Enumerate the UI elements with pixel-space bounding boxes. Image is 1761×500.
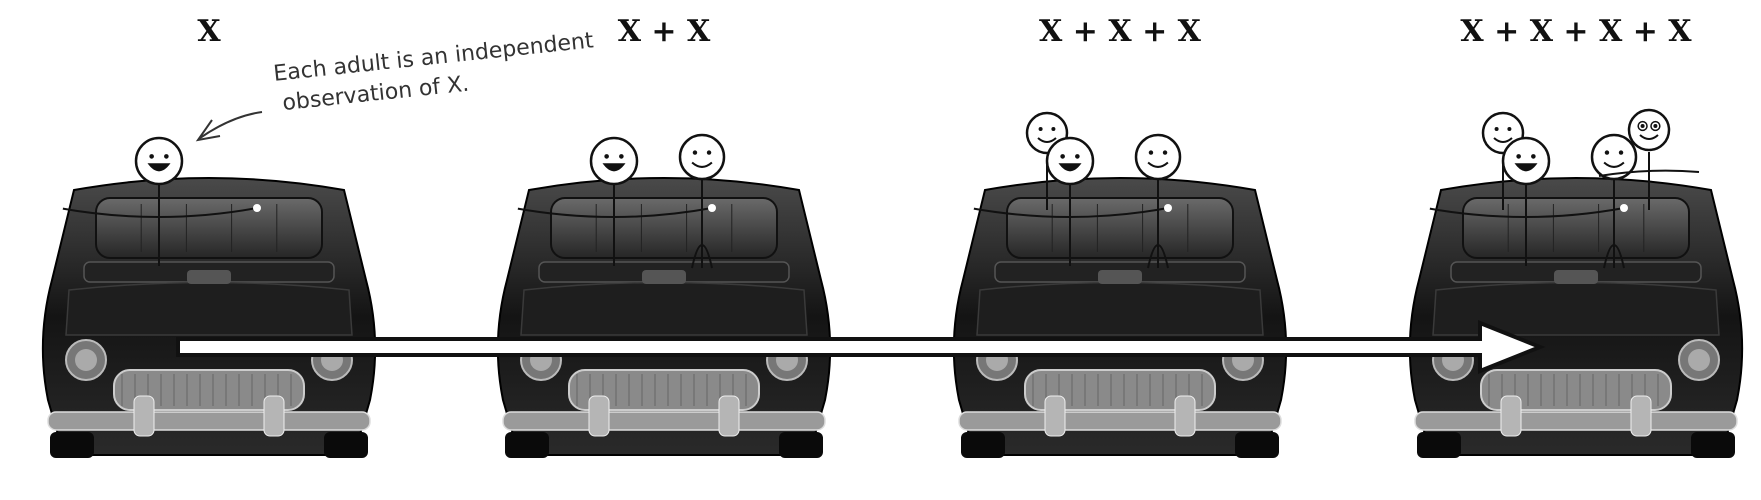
passengers-3 (966, 111, 1182, 269)
car-2 (496, 133, 832, 458)
hand (55, 204, 63, 212)
hand (708, 204, 716, 212)
adult-2-legs (1603, 244, 1625, 269)
hand (1164, 204, 1172, 212)
adult-2-legs (1147, 244, 1169, 269)
car-seat (1462, 197, 1690, 259)
car-bumper (1414, 411, 1738, 431)
bumper-guard (1044, 395, 1066, 437)
adult-1-arms (513, 207, 713, 218)
wheel-right (1235, 432, 1279, 458)
car-bumper (958, 411, 1282, 431)
adult-2-face (1134, 133, 1182, 181)
car-hood-ornament (1554, 270, 1598, 284)
hand (510, 204, 518, 212)
car-seat (550, 197, 778, 259)
hand (1620, 204, 1628, 212)
adult-4-arms (1598, 169, 1700, 177)
wheel-left (505, 432, 549, 458)
wheel-left (1417, 432, 1461, 458)
car-hood (65, 281, 353, 336)
car-hood (520, 281, 808, 336)
adult-1-face (1045, 136, 1095, 186)
label-4: X + X + X + X (1460, 14, 1692, 49)
wheel-left (50, 432, 94, 458)
passengers-4 (1422, 108, 1700, 269)
growth-arrow (176, 320, 1546, 374)
car-hood (1432, 281, 1720, 336)
bumper-guard (718, 395, 740, 437)
car-hood-ornament (187, 270, 231, 284)
label-1: X (197, 14, 221, 49)
adult-2-face (1590, 133, 1638, 181)
bumper-guard (1500, 395, 1522, 437)
car-1 (41, 136, 377, 458)
bumper-guard (133, 395, 155, 437)
car-hood-ornament (1098, 270, 1142, 284)
hand (1422, 204, 1430, 212)
car-seat (95, 197, 323, 259)
annotation-arrowhead (195, 119, 221, 142)
bumper-guard (263, 395, 285, 437)
car-hood-ornament (642, 270, 686, 284)
wheel-right (1691, 432, 1735, 458)
adult-2-face (678, 133, 726, 181)
car-4 (1408, 108, 1744, 458)
hand (253, 204, 261, 212)
adult-2-legs (691, 244, 713, 269)
bumper-guard (1174, 395, 1196, 437)
adult-1-face (1501, 136, 1551, 186)
passengers-1 (55, 136, 261, 266)
hand (966, 204, 974, 212)
wheel-right (779, 432, 823, 458)
car-bumper (47, 411, 371, 431)
bumper-guard (1630, 395, 1652, 437)
bumper-guard (588, 395, 610, 437)
adult-1-face (589, 136, 639, 186)
wheel-left (961, 432, 1005, 458)
car-seat (1006, 197, 1234, 259)
adult-1-arms (1425, 207, 1625, 218)
annotation-arrow (199, 111, 263, 139)
adult-1-arms (969, 207, 1169, 218)
label-2: X + X (617, 14, 711, 49)
wheel-right (324, 432, 368, 458)
car-3 (952, 111, 1288, 458)
adult-1-arms (58, 207, 258, 218)
label-3: X + X + X (1039, 14, 1201, 49)
adult-1-face (134, 136, 184, 186)
passengers-2 (510, 133, 726, 269)
car-hood (976, 281, 1264, 336)
car-bumper (502, 411, 826, 431)
adult-4-face (1627, 108, 1671, 152)
